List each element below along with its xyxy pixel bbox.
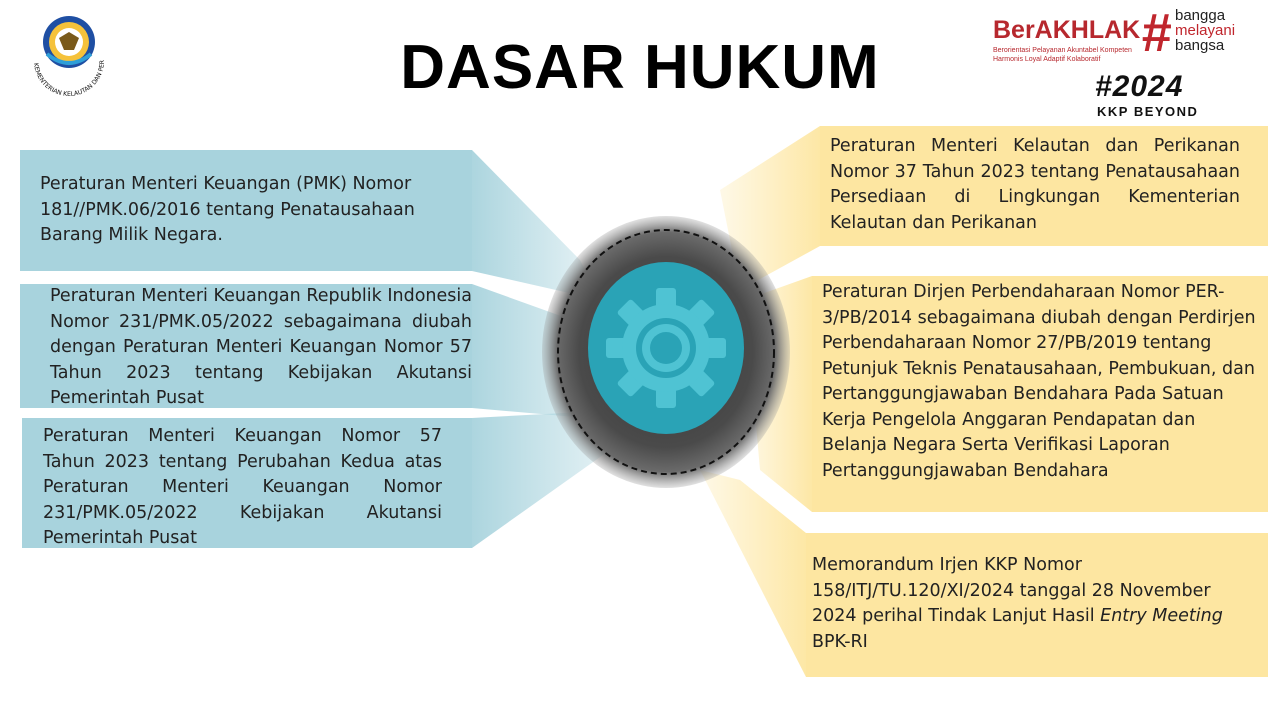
legal-basis-box-right-1: Peraturan Menteri Kelautan dan Perikanan… xyxy=(820,126,1268,246)
legal-basis-text: Peraturan Menteri Keuangan Nomor 57 Tahu… xyxy=(43,426,442,548)
kkp-logo: KEMENTERIAN KELAUTAN DAN PERIKANAN xyxy=(14,6,106,98)
center-hub xyxy=(542,216,790,488)
kkp-beyond-label: KKP BEYOND xyxy=(1097,104,1199,119)
legal-basis-box-left-3: Peraturan Menteri Keuangan Nomor 57 Tahu… xyxy=(22,418,472,548)
bangga-melayani-bangsa: bangga melayani bangsa xyxy=(1175,7,1236,54)
legal-basis-box-left-1: Peraturan Menteri Keuangan (PMK) Nomor 1… xyxy=(20,150,472,271)
year-tag: #2024 xyxy=(1095,70,1184,103)
hashtag-icon: # xyxy=(1141,3,1172,63)
legal-basis-box-left-2: Peraturan Menteri Keuangan Republik Indo… xyxy=(20,284,472,408)
page-title: DASAR HUKUM xyxy=(400,33,880,102)
berakhlak-logo: BerAKHLAK Berorientasi Pelayanan Akuntab… xyxy=(993,3,1263,72)
legal-basis-text: Peraturan Menteri Keuangan Republik Indo… xyxy=(50,286,472,408)
legal-basis-text: Memorandum Irjen KKP Nomor 158/ITJ/TU.12… xyxy=(812,555,1223,652)
legal-basis-text: Peraturan Menteri Keuangan (PMK) Nomor 1… xyxy=(40,174,415,245)
hub-dashed-ring xyxy=(557,229,775,475)
connector-left-1 xyxy=(472,150,600,300)
legal-basis-box-right-2: Peraturan Dirjen Perbendaharaan Nomor PE… xyxy=(812,276,1268,512)
legal-basis-text: Peraturan Dirjen Perbendaharaan Nomor PE… xyxy=(822,282,1256,481)
connector-right-3 xyxy=(700,470,806,677)
berakhlak-word: BerAKHLAK xyxy=(993,16,1141,44)
legal-basis-text: Peraturan Menteri Kelautan dan Perikanan… xyxy=(830,136,1240,233)
gear-icon xyxy=(606,288,726,408)
berakhlak-subtitle: Berorientasi Pelayanan Akuntabel Kompete… xyxy=(993,47,1132,63)
legal-basis-box-right-3: Memorandum Irjen KKP Nomor 158/ITJ/TU.12… xyxy=(806,533,1268,677)
